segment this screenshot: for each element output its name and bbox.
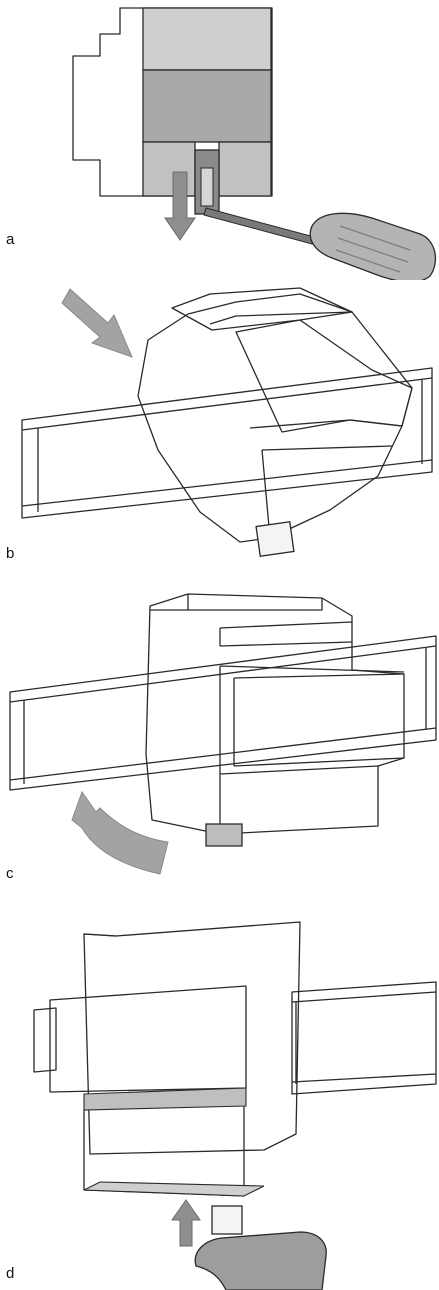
- step-a-illustration: [72, 7, 437, 280]
- rotate-arrow-icon: [71, 790, 169, 875]
- device-front-module: [49, 985, 247, 1093]
- din-rail: [9, 635, 437, 791]
- pull-down-arrow-icon: [164, 171, 196, 241]
- step-c-panel: c: [0, 570, 439, 890]
- release-clip: [211, 1205, 243, 1235]
- step-label-c: c: [6, 865, 14, 882]
- device-front-panel: [142, 69, 272, 143]
- screwdriver-handle: [309, 212, 437, 280]
- step-d-panel: d: [0, 890, 439, 1290]
- release-clip: [255, 521, 295, 557]
- step-label-b: b: [6, 545, 15, 562]
- release-clip: [205, 823, 243, 847]
- device-housing: [137, 293, 413, 543]
- device-housing-back: [72, 7, 273, 197]
- din-rail-right: [291, 981, 437, 1095]
- device-lower-right: [218, 141, 272, 197]
- device-top-cover: [142, 7, 272, 71]
- step-c-illustration: [9, 593, 437, 875]
- screwdriver-shaft: [203, 207, 319, 246]
- din-rail-left: [33, 1007, 57, 1073]
- hand-icon: [194, 1231, 327, 1290]
- step-b-illustration: [21, 287, 433, 557]
- device-housing: [145, 593, 405, 835]
- device-underside: [83, 1087, 247, 1111]
- step-b-panel: b: [0, 280, 439, 570]
- step-d-illustration: [33, 921, 437, 1290]
- din-rail: [21, 367, 433, 519]
- push-up-arrow-icon: [171, 1199, 201, 1247]
- step-label-d: d: [6, 1265, 15, 1282]
- insert-arrow-icon: [61, 288, 133, 358]
- step-label-a: a: [6, 231, 15, 248]
- device-housing-back: [83, 921, 301, 1155]
- step-a-panel: a: [0, 0, 439, 280]
